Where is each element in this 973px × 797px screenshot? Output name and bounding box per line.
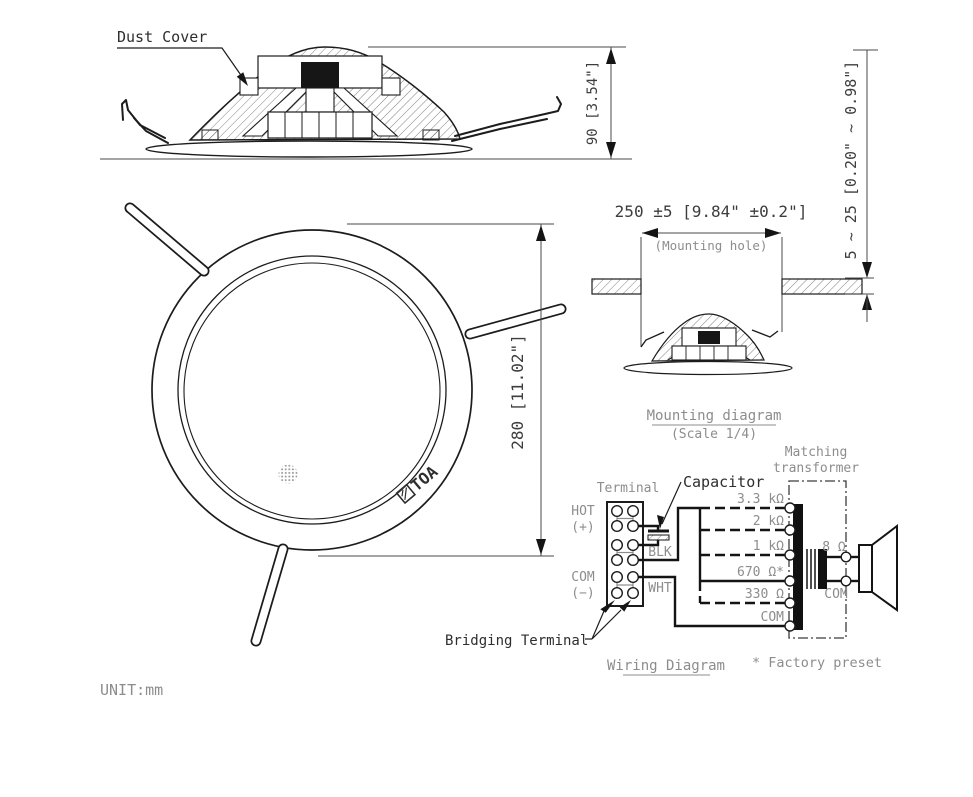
tap-terminals [784, 502, 796, 632]
mounting-caption: Mounting diagram [647, 408, 782, 424]
mounting-diagram-section: 250 ±5 [9.84" ±0.2"] (Mounting hole) [591, 49, 878, 442]
capacitor-branch [638, 524, 670, 547]
side-spring-clips [121, 96, 562, 144]
secondary-top-terminal [840, 551, 852, 563]
factory-preset-note: * Factory preset [752, 655, 882, 671]
front-view-section: TOA 280 [11.02"] [124, 202, 567, 647]
dust-cover-arrow-icon [236, 72, 248, 86]
terminal-contacts [611, 505, 640, 600]
scale-note: (Scale 1/4) [671, 427, 757, 442]
tap-bus [698, 506, 786, 605]
bridging-terminal-leaders [585, 600, 631, 640]
capacitor-label: Capacitor [683, 473, 764, 491]
side-flange [145, 140, 473, 158]
dust-cover-label: Dust Cover [117, 28, 207, 46]
perforation-icon [278, 464, 298, 484]
matching-transformer-label-1: Matching [785, 445, 848, 460]
capacitor-arrow-icon [657, 515, 664, 529]
capacitor-leader [661, 481, 682, 525]
mounting-hole-note: (Mounting hole) [655, 238, 768, 253]
hot-sign-label: (+) [571, 520, 594, 535]
front-spring-clips [124, 202, 567, 647]
height-dimension: 90 [3.54"] [368, 46, 626, 159]
diameter-dimension-text: 280 [11.02"] [508, 334, 527, 450]
tap-label-670: 670 Ω* [737, 565, 784, 580]
ceiling-board-right [781, 278, 863, 295]
side-view-section: Dust Cover 90 [3.54"] [100, 28, 632, 160]
wht-label: WHT [648, 581, 672, 596]
side-internal-structure [201, 55, 440, 141]
ceiling-thickness-dimension-text: 5 ~ 25 [0.20" ~ 0.98"] [842, 61, 860, 260]
blk-wire [638, 506, 700, 562]
transformer-secondary-winding [818, 549, 827, 589]
blk-label: BLK [648, 545, 672, 560]
transformer-primary-winding [793, 504, 803, 630]
ceiling-board-left [591, 278, 642, 295]
secondary-bottom-terminal [840, 575, 852, 587]
tap-label-2k: 2 kΩ [753, 514, 784, 529]
wht-wire [638, 575, 786, 628]
com-sign-label: (−) [571, 586, 594, 601]
dust-cover-leader [117, 47, 246, 82]
com-label: COM [571, 570, 595, 585]
ceiling-thickness-dimension: 5 ~ 25 [0.20" ~ 0.98"] [842, 49, 878, 322]
matching-transformer-label-2: transformer [773, 461, 859, 476]
terminal-block [606, 501, 644, 607]
tap-label-com: COM [761, 610, 785, 625]
tap-label-3k3: 3.3 kΩ [737, 492, 784, 507]
front-outer-rim [151, 229, 473, 551]
unit-note: UNIT:mm [100, 681, 163, 699]
transformer-core-icon [806, 549, 816, 589]
front-inner-rim [177, 255, 447, 525]
mounted-speaker-section [623, 313, 793, 376]
secondary-8ohm-label: 8 Ω [822, 540, 846, 555]
diameter-dimension: 280 [11.02"] [318, 223, 554, 557]
wiring-diagram-section: Terminal HOT (+) COM (−) [445, 445, 898, 676]
height-dimension-text: 90 [3.54"] [585, 61, 601, 145]
mounting-hole-dimension-text: 250 ±5 [9.84" ±0.2"] [615, 202, 808, 221]
wiring-caption: Wiring Diagram [607, 658, 725, 674]
tap-label-330: 330 Ω [745, 587, 784, 602]
terminal-label: Terminal [597, 481, 660, 496]
tap-label-1k: 1 kΩ [753, 539, 784, 554]
secondary-com-label: COM [824, 587, 848, 602]
front-dome-edge [183, 262, 441, 520]
hot-label: HOT [571, 504, 595, 519]
speaker-icon [858, 523, 898, 612]
bridging-terminal-label: Bridging Terminal [445, 633, 588, 649]
